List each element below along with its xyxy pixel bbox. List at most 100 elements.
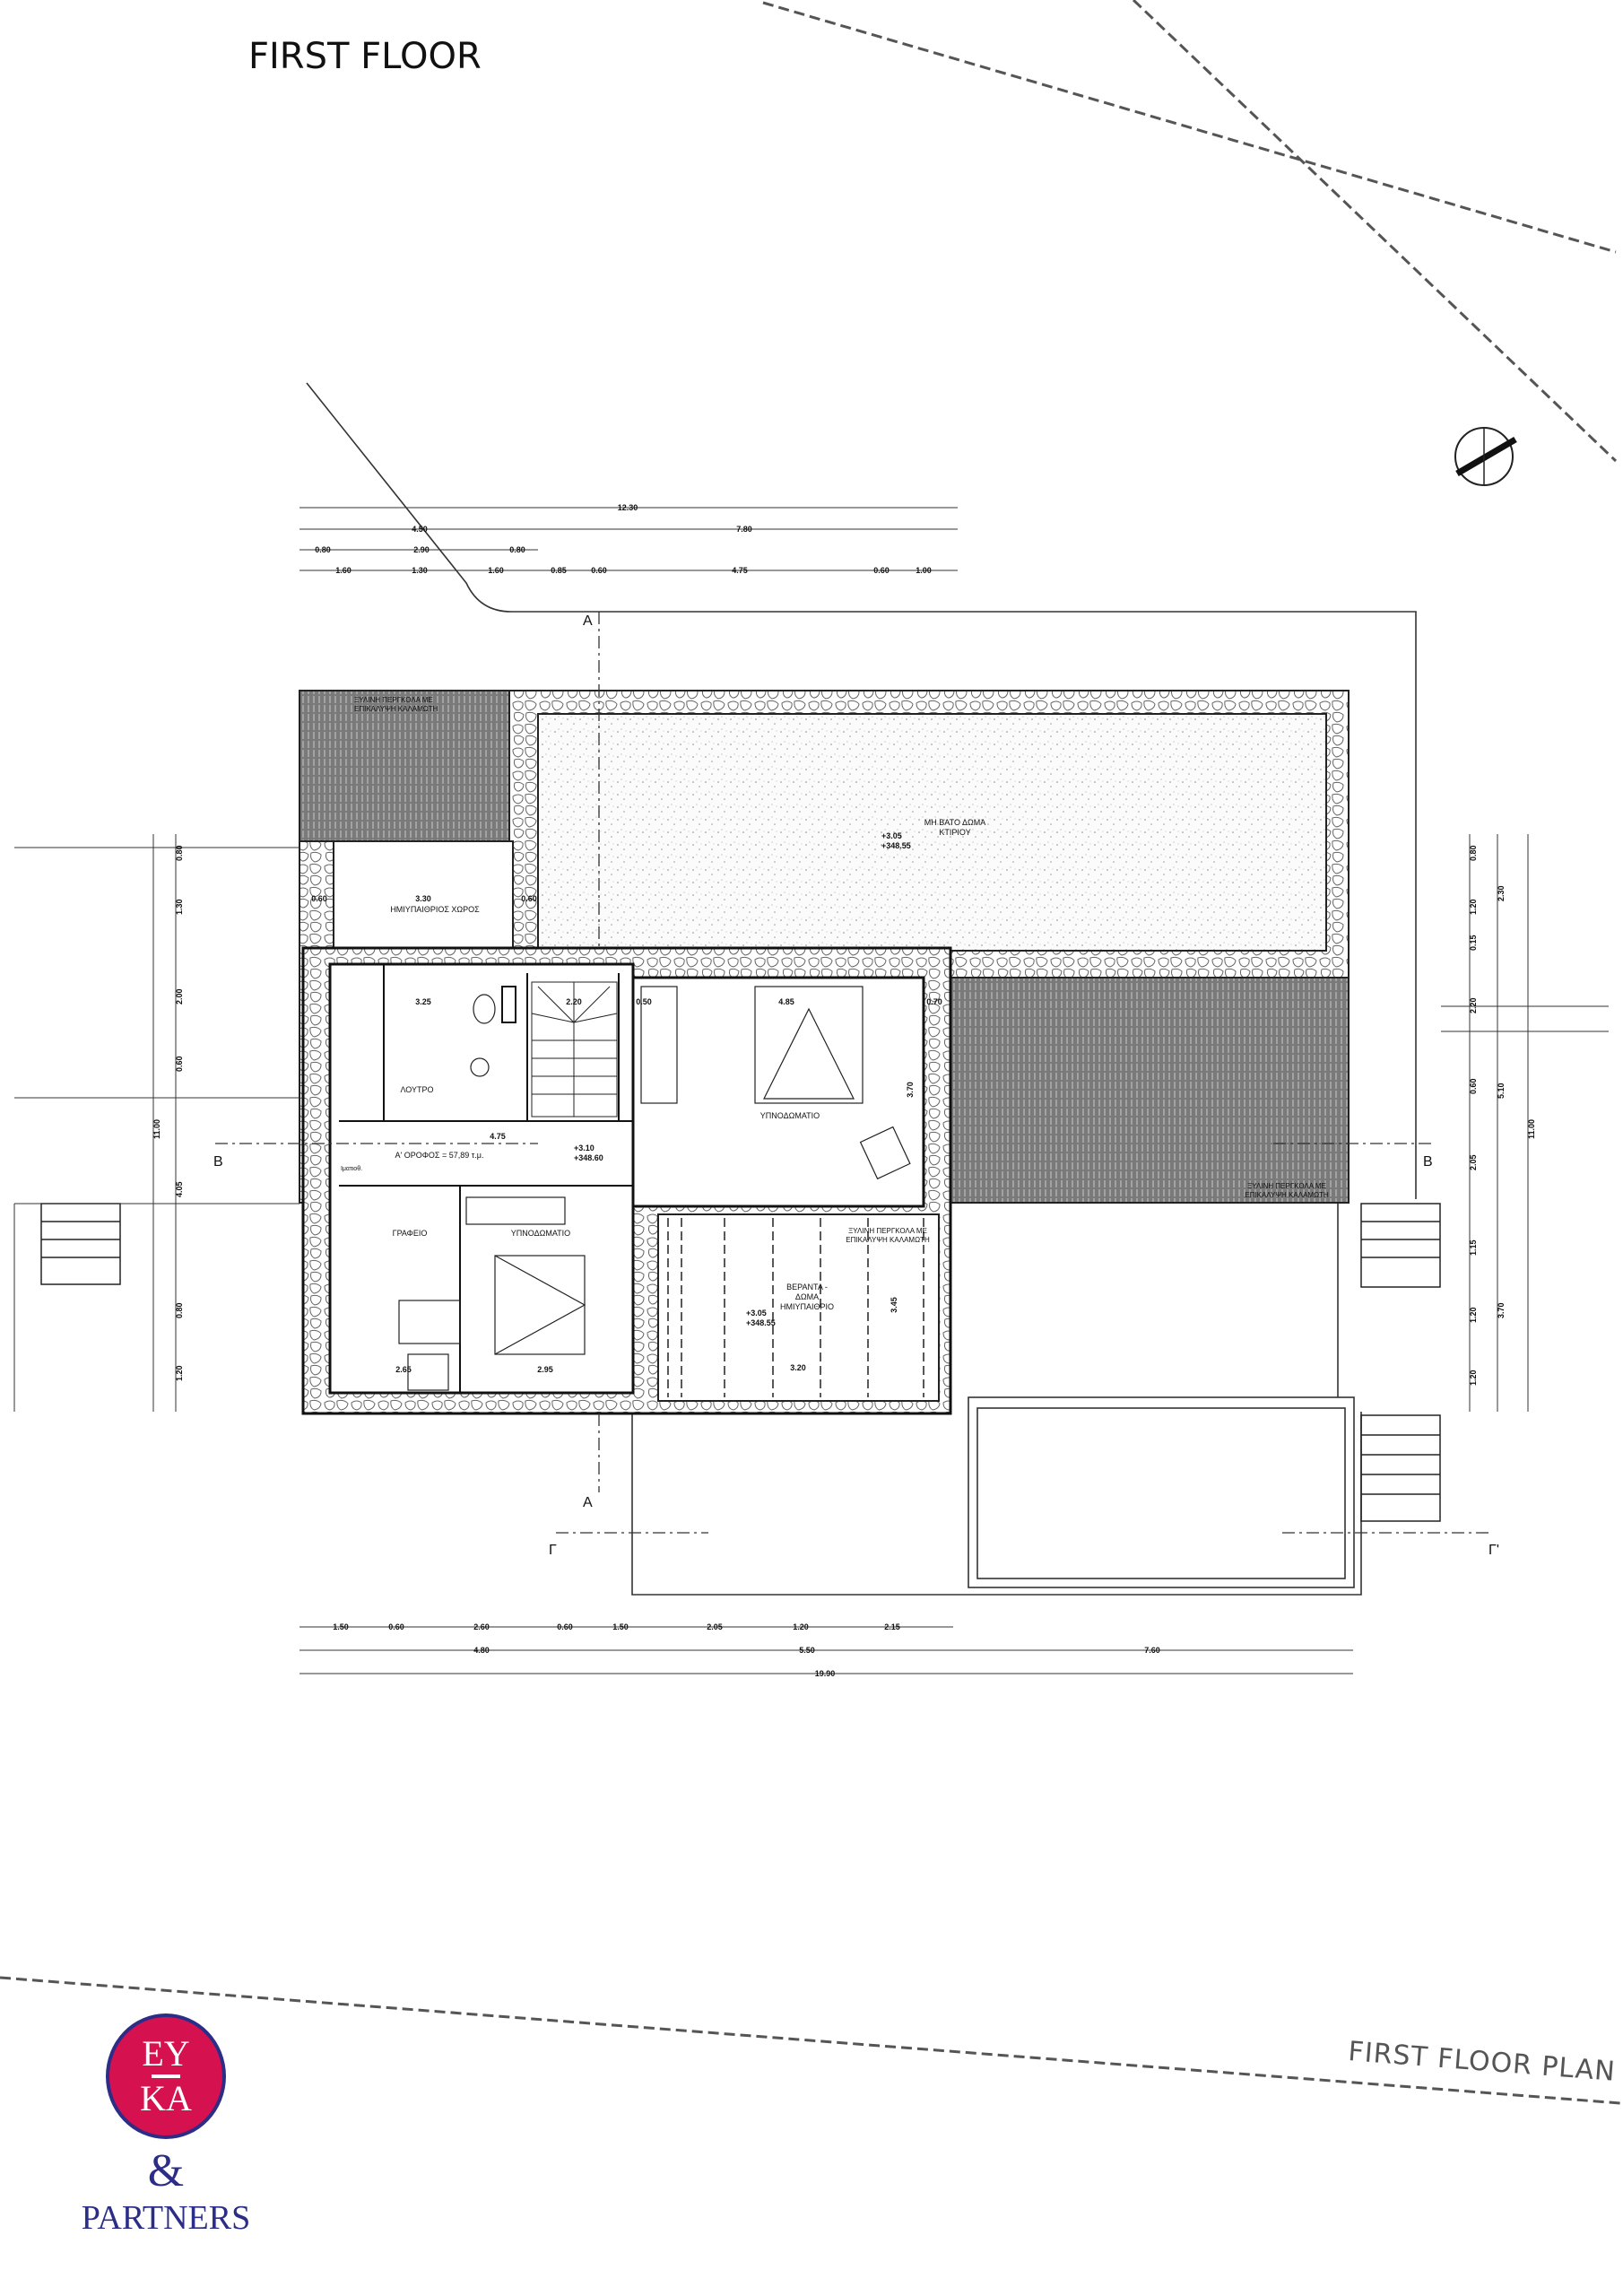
svg-text:2.05: 2.05 (1469, 1154, 1478, 1170)
room-label-bedroom-1: ΥΠΝΟΔΩΜΑΤΙΟ (760, 1111, 820, 1120)
svg-text:0.60: 0.60 (521, 894, 537, 903)
section-markers: Β Β Γ Γ' Α Α (213, 613, 1499, 1558)
furniture (398, 986, 911, 1391)
svg-text:+348.60: +348.60 (574, 1153, 603, 1162)
left-dimension-labels: 0.80 1.30 2.00 0.60 4.05 0.80 1.20 11.00 (152, 845, 184, 1381)
svg-text:2.15: 2.15 (884, 1622, 900, 1631)
svg-text:Β: Β (213, 1154, 223, 1170)
svg-text:4.85: 4.85 (778, 997, 794, 1006)
floor-area-label: Α' ΟΡΟΦΟΣ = 57,89 τ.μ. (395, 1151, 484, 1160)
svg-text:7.80: 7.80 (736, 525, 752, 534)
section-lines (215, 612, 1488, 1534)
svg-text:0.60: 0.60 (388, 1622, 404, 1631)
svg-text:4.05: 4.05 (175, 1181, 184, 1197)
veranda-pergola-beams (667, 1218, 924, 1397)
page-title: FIRST FLOOR (248, 36, 482, 77)
svg-text:1.20: 1.20 (175, 1365, 184, 1381)
svg-text:3.70: 3.70 (906, 1082, 915, 1098)
interior-rooms (328, 962, 925, 1395)
room-label-office: ΓΡΑΦΕΙΟ (393, 1229, 428, 1238)
svg-text:7.60: 7.60 (1144, 1646, 1160, 1655)
svg-text:0.80: 0.80 (175, 845, 184, 861)
svg-text:ΞΥΛΙΝΗ ΠΕΡΓΚΟΛΑ ΜΕ: ΞΥΛΙΝΗ ΠΕΡΓΚΟΛΑ ΜΕ (848, 1227, 927, 1235)
svg-text:+3.05: +3.05 (746, 1309, 767, 1318)
svg-text:1.00: 1.00 (916, 566, 932, 575)
svg-text:0.60: 0.60 (557, 1622, 573, 1631)
svg-text:ΚΤΙΡΙΟΥ: ΚΤΙΡΙΟΥ (939, 828, 970, 837)
svg-text:0.60: 0.60 (873, 566, 890, 575)
svg-text:ΒΕΡΑΝΤΑ -: ΒΕΡΑΝΤΑ - (786, 1283, 828, 1292)
inner-dimensions: 3.25 2.20 4.85 4.75 2.65 2.95 3.20 3.70 … (311, 894, 942, 1374)
logo-divider (152, 2074, 180, 2078)
svg-text:1.30: 1.30 (412, 566, 428, 575)
svg-text:2.20: 2.20 (566, 997, 582, 1006)
right-dimension-labels: 0.80 1.20 0.15 2.20 0.60 2.05 1.15 1.20 … (1469, 845, 1536, 1386)
svg-text:ΕΠΙΚΑΛΥΨΗ ΚΑΛΑΜΩΤΗ: ΕΠΙΚΑΛΥΨΗ ΚΑΛΑΜΩΤΗ (846, 1236, 930, 1244)
svg-text:0.80: 0.80 (509, 545, 525, 554)
svg-text:1.20: 1.20 (1469, 1307, 1478, 1323)
svg-text:12.30: 12.30 (618, 503, 638, 512)
logo-top-text: EY (142, 2033, 190, 2074)
room-label-bath: ΛΟΥΤΡΟ (400, 1085, 433, 1094)
logo-bottom-text: KA (140, 2078, 192, 2118)
svg-text:0.60: 0.60 (1469, 1078, 1478, 1094)
logo-ampersand: & (147, 2145, 185, 2196)
svg-text:0.60: 0.60 (591, 566, 607, 575)
svg-text:1.30: 1.30 (175, 899, 184, 915)
level-markers: +3.10 +348.60 +3.05 +348.55 +3.05 +348.5… (574, 831, 911, 1327)
wardrobe-label: Ιματιοθ. (341, 1166, 362, 1172)
svg-text:ΗΜΙΥΠΑΙΘΡΙΟ: ΗΜΙΥΠΑΙΘΡΙΟ (780, 1302, 834, 1311)
svg-text:3.45: 3.45 (890, 1297, 898, 1313)
svg-text:+348.55: +348.55 (746, 1318, 776, 1327)
site-boundary-lines (0, 0, 1621, 2105)
svg-text:3.70: 3.70 (1497, 1302, 1506, 1318)
svg-text:19.90: 19.90 (815, 1669, 836, 1678)
svg-text:11.00: 11.00 (1527, 1119, 1536, 1139)
svg-text:+3.05: +3.05 (881, 831, 902, 840)
svg-text:2.20: 2.20 (1469, 997, 1478, 1013)
room-labels: ΛΟΥΤΡΟ ΥΠΝΟΔΩΜΑΤΙΟ ΥΠΝΟΔΩΜΑΤΙΟ ΓΡΑΦΕΙΟ Α… (341, 696, 1329, 1311)
svg-text:1.20: 1.20 (793, 1622, 809, 1631)
svg-text:Α: Α (583, 613, 593, 629)
svg-text:+3.10: +3.10 (574, 1144, 595, 1152)
bottom-dimension-labels: 1.50 0.60 2.60 0.60 1.50 2.05 1.20 2.15 … (333, 1622, 1160, 1678)
svg-text:11.00: 11.00 (152, 1119, 161, 1139)
top-dimension-labels: 12.30 4.50 7.80 0.80 2.90 0.80 1.60 1.30… (315, 503, 932, 575)
north-arrow-icon (1454, 427, 1517, 486)
svg-text:4.75: 4.75 (732, 566, 748, 575)
svg-text:3.20: 3.20 (790, 1363, 806, 1372)
svg-text:4.75: 4.75 (490, 1132, 506, 1141)
svg-text:0.70: 0.70 (926, 997, 942, 1006)
svg-text:1.60: 1.60 (335, 566, 352, 575)
svg-text:0.80: 0.80 (1469, 845, 1478, 861)
svg-text:1.20: 1.20 (1469, 899, 1478, 915)
svg-text:Α: Α (583, 1495, 593, 1510)
logo-circle: EY KA (106, 2013, 226, 2139)
svg-text:0.60: 0.60 (311, 894, 327, 903)
svg-text:Γ: Γ (549, 1543, 557, 1558)
svg-text:ΜΗ ΒΑΤΟ ΔΩΜΑ: ΜΗ ΒΑΤΟ ΔΩΜΑ (924, 818, 985, 827)
staircase (531, 981, 618, 1118)
svg-text:2.30: 2.30 (1497, 885, 1506, 901)
interior-walls (339, 964, 633, 1393)
company-logo: EY KA & PARTNERS (82, 2013, 250, 2238)
svg-text:ΞΥΛΙΝΗ ΠΕΡΓΚΟΛΑ ΜΕ: ΞΥΛΙΝΗ ΠΕΡΓΚΟΛΑ ΜΕ (354, 696, 433, 704)
room-label-semi-open: ΗΜΙΥΠΑΙΘΡΙΟΣ ΧΩΡΟΣ (390, 905, 480, 914)
svg-text:3.25: 3.25 (415, 997, 431, 1006)
side-dimension-lines (13, 834, 1609, 1412)
svg-text:5.10: 5.10 (1497, 1083, 1506, 1099)
svg-text:ΕΠΙΚΑΛΥΨΗ ΚΑΛΑΜΩΤΗ: ΕΠΙΚΑΛΥΨΗ ΚΑΛΑΜΩΤΗ (1245, 1191, 1329, 1199)
svg-text:+348.55: +348.55 (881, 841, 911, 850)
svg-text:1.15: 1.15 (1469, 1239, 1478, 1256)
svg-text:2.95: 2.95 (537, 1365, 553, 1374)
svg-text:0.50: 0.50 (636, 997, 652, 1006)
logo-partners: PARTNERS (81, 2199, 251, 2237)
svg-text:2.60: 2.60 (473, 1622, 490, 1631)
exterior-stairs (40, 1203, 1441, 1522)
svg-text:2.00: 2.00 (175, 988, 184, 1004)
svg-text:ΔΩΜΑ: ΔΩΜΑ (795, 1292, 819, 1301)
svg-text:3.30: 3.30 (415, 894, 431, 903)
non-walkable-roof (537, 713, 1327, 952)
svg-text:0.85: 0.85 (551, 566, 567, 575)
